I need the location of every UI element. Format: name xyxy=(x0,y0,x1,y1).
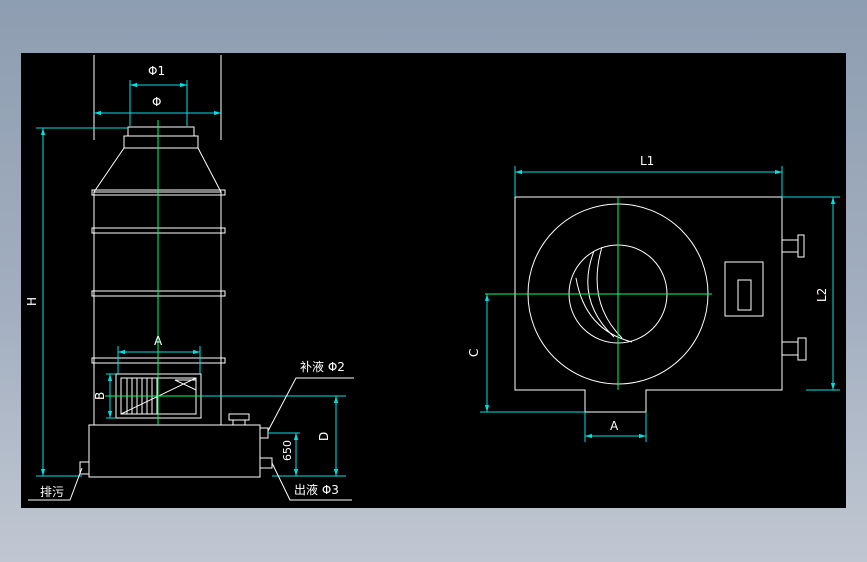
outlet-leader xyxy=(271,462,352,501)
dim-c-label: C xyxy=(467,349,481,357)
outlet-label: 出液 Φ3 xyxy=(294,482,339,497)
dim-650-label: 650 xyxy=(281,440,294,461)
control-box xyxy=(724,261,764,317)
dim-phi1-label: Φ1 xyxy=(148,64,165,78)
drain-nozzle xyxy=(79,461,90,475)
dim-l1-label: L1 xyxy=(640,154,654,168)
dim-d-label: D xyxy=(317,432,331,441)
flange-neck xyxy=(123,135,199,149)
makeup-label: 补液 Φ2 xyxy=(300,359,345,374)
top-nozzle-2-neck xyxy=(781,341,799,356)
dim-phi-label: Φ xyxy=(152,95,161,109)
tank-top-neck xyxy=(232,419,246,426)
drain-leader xyxy=(28,467,83,501)
front-view: Φ1 Φ H A B 650 D 补液 Φ2 出液 Φ3 排污 xyxy=(25,55,354,501)
swirl-blade-3 xyxy=(575,277,633,343)
tank-top-fitting xyxy=(228,413,250,421)
control-box-window xyxy=(737,279,752,311)
swirl-blade-1 xyxy=(587,250,615,338)
top-nozzle-1-neck xyxy=(781,239,799,253)
base-tank xyxy=(88,424,261,478)
top-nozzle-2-flange xyxy=(797,337,807,361)
swirl-blade-2 xyxy=(596,246,623,339)
dim-l2-label: L2 xyxy=(815,288,829,302)
dim-a-top-label: A xyxy=(610,419,619,433)
dim-a-front-label: A xyxy=(154,334,163,348)
cad-drawing-viewport[interactable]: Φ1 Φ H A B 650 D 补液 Φ2 出液 Φ3 排污 xyxy=(21,53,846,508)
top-flange xyxy=(127,126,195,137)
makeup-leader xyxy=(267,377,354,432)
dim-h-label: H xyxy=(25,297,39,306)
top-view: L1 L2 C A xyxy=(467,154,840,442)
top-nozzle-1-flange xyxy=(797,234,805,258)
outlet-nozzle xyxy=(259,457,273,469)
dim-b-label: B xyxy=(93,392,107,400)
makeup-nozzle xyxy=(259,427,269,439)
drain-label: 排污 xyxy=(40,485,64,499)
